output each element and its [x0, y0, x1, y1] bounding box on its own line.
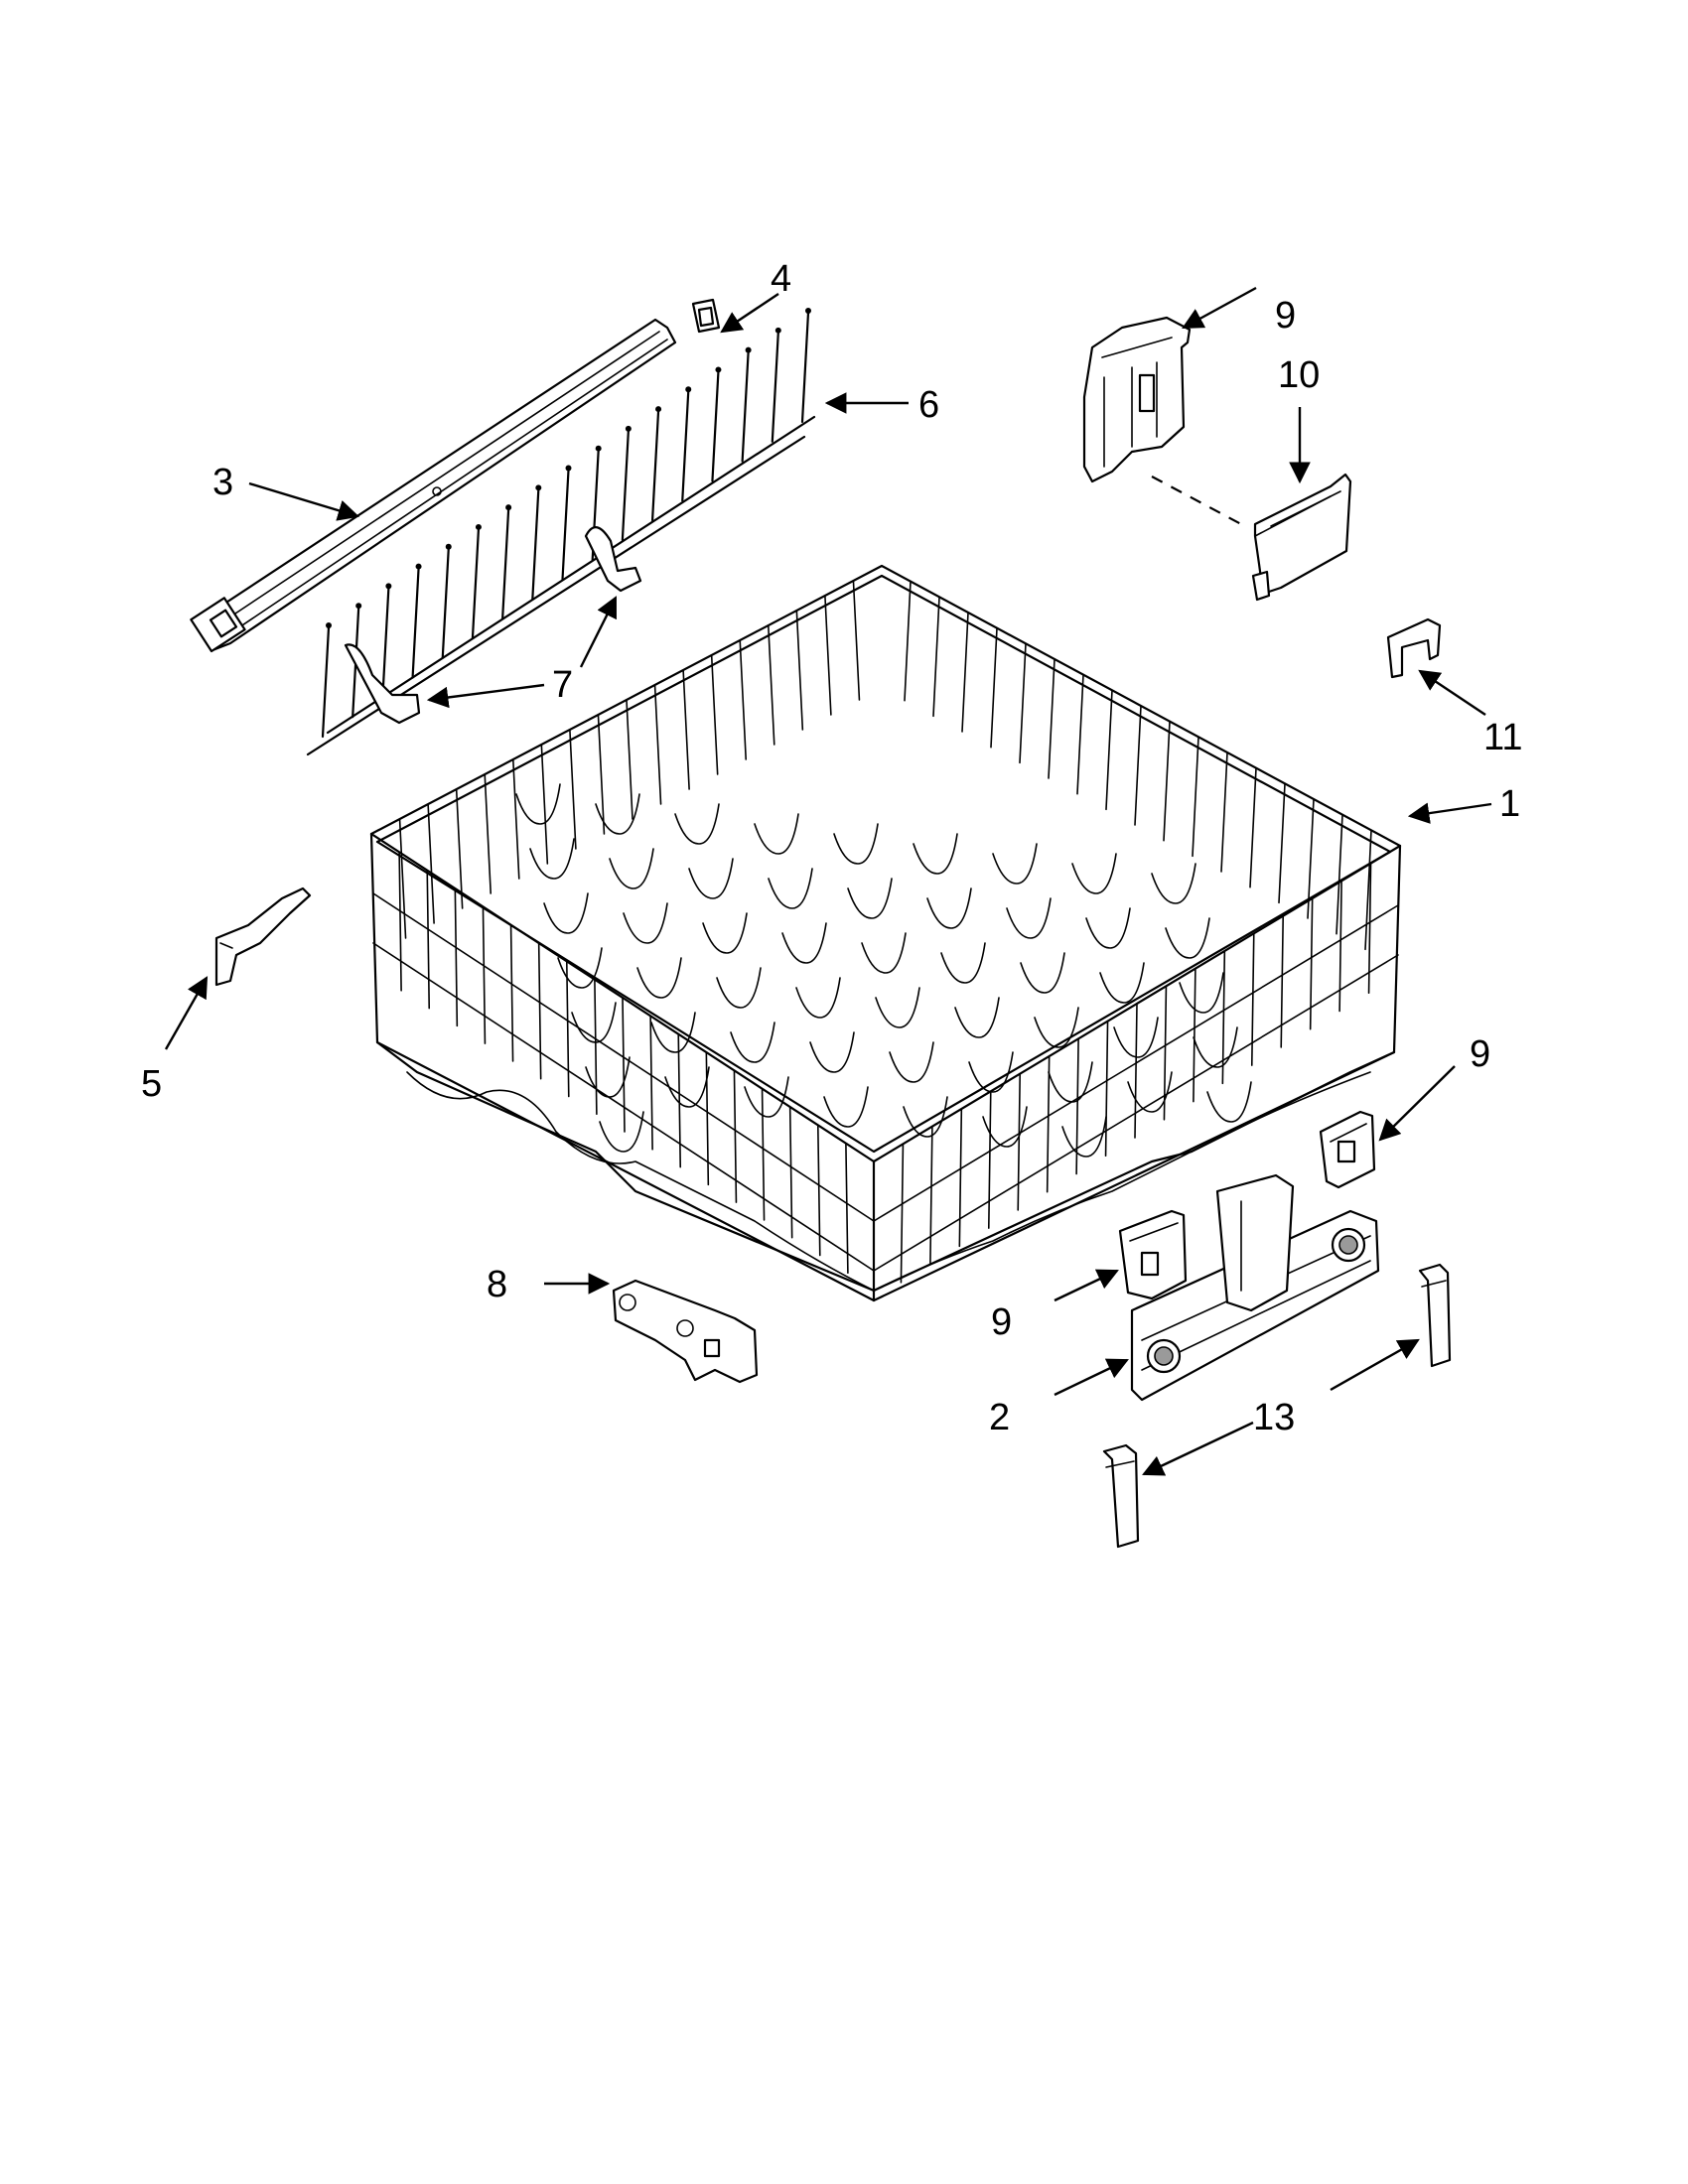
- bracket-part-5: [214, 887, 312, 987]
- clip-part-13-lower: [1102, 1443, 1140, 1549]
- callout-13: 13: [1253, 1397, 1295, 1438]
- callout-3: 3: [212, 462, 233, 503]
- end-cap-part-4: [691, 298, 721, 334]
- callout-7: 7: [552, 664, 573, 706]
- clip-part-7-upper: [584, 526, 642, 593]
- callout-10: 9: [1275, 295, 1296, 337]
- callout-4: 4: [771, 258, 791, 300]
- slide-part-9-upper: [1319, 1110, 1376, 1189]
- callout-12: 11: [1483, 717, 1522, 758]
- clip-part-7-lower: [344, 643, 421, 725]
- rail-part-3: [190, 318, 677, 653]
- adjuster-housing-part-10: [1082, 316, 1192, 483]
- leader-lines: [164, 286, 1492, 1476]
- slide-part-9-lower: [1118, 1209, 1188, 1300]
- basket-part-1: [369, 564, 1402, 1302]
- callout-5: 5: [141, 1063, 162, 1105]
- assembly-dashed-line: [1151, 476, 1242, 525]
- callout-8: 8: [487, 1264, 507, 1305]
- clip-part-12: [1386, 617, 1442, 679]
- callout-2: 2: [989, 1397, 1010, 1438]
- cover-part-11: [1251, 473, 1352, 602]
- clip-part-13-upper: [1418, 1263, 1452, 1368]
- callout-11: 10: [1278, 354, 1320, 396]
- callout-9-lower: 9: [991, 1301, 1012, 1343]
- latch-part-8: [612, 1279, 759, 1384]
- tine-row-part-6: [306, 308, 816, 756]
- callout-9-upper: 9: [1470, 1033, 1490, 1075]
- callout-1: 1: [1499, 783, 1520, 825]
- callout-6: 6: [918, 384, 939, 426]
- adjuster-frame-part-2: [1130, 1173, 1380, 1402]
